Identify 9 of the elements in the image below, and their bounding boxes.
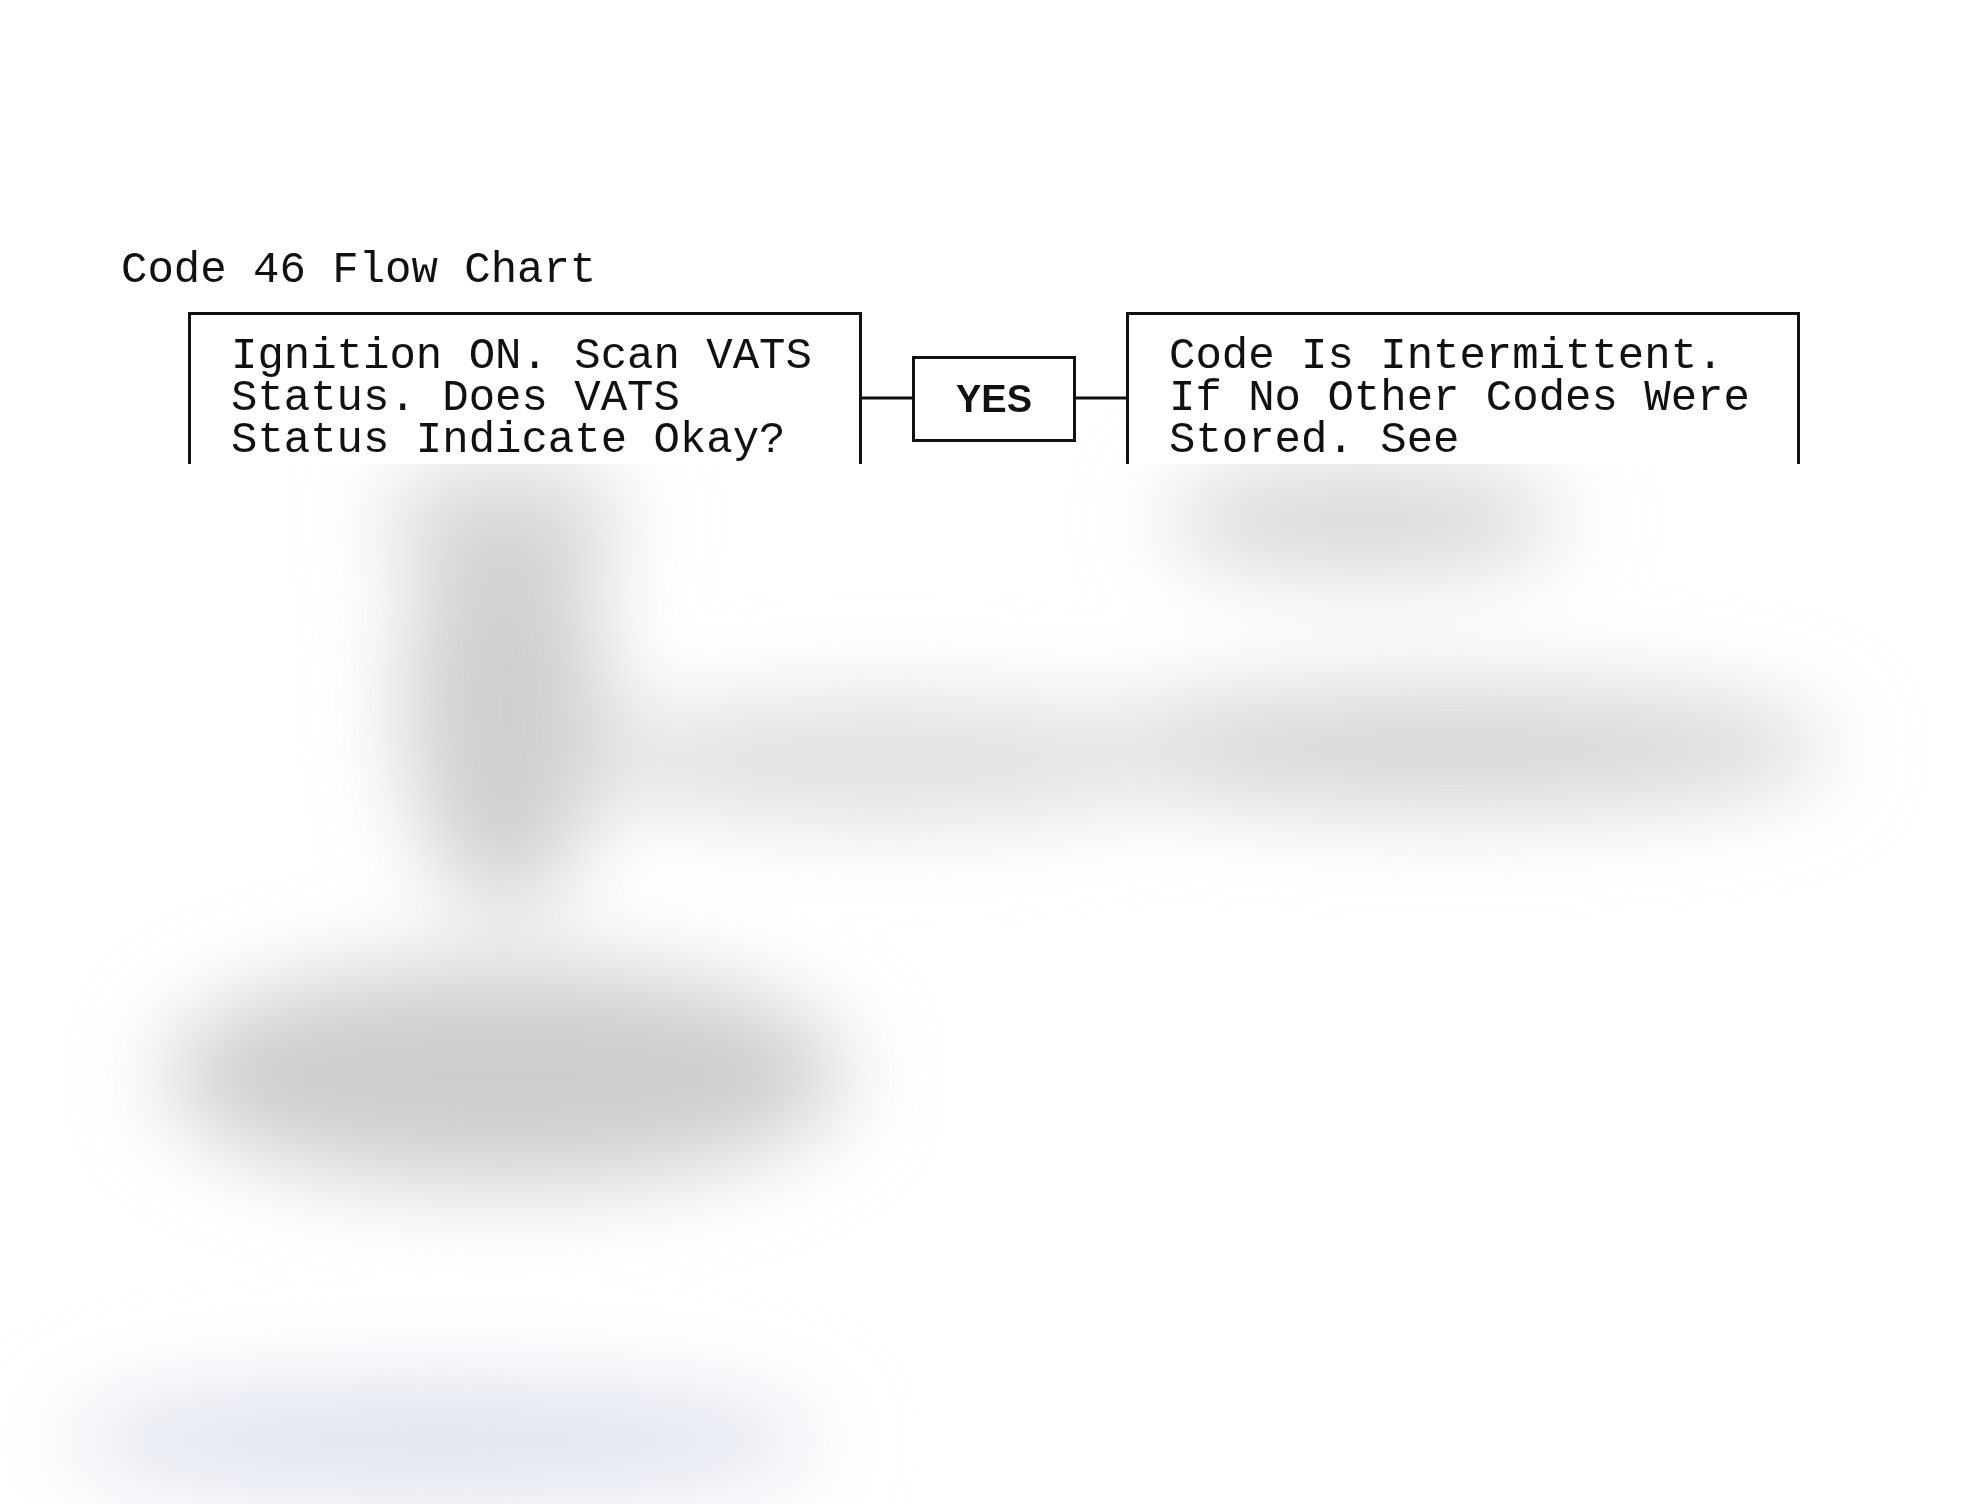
process-box (1126, 312, 1800, 464)
step-text: Code Is Intermittent. If No Other Codes Were Stored. See (1169, 335, 1751, 461)
chart-title: Code 46 Flow Chart (121, 246, 597, 294)
step-text: Ignition ON. Scan VATS Status. Does VATS Status Indicate Okay? (231, 335, 813, 461)
answer-text: YES (955, 377, 1032, 421)
connector-line (862, 396, 912, 400)
answer-box (912, 356, 1076, 442)
process-box (188, 312, 862, 464)
connector-line (1076, 396, 1126, 400)
